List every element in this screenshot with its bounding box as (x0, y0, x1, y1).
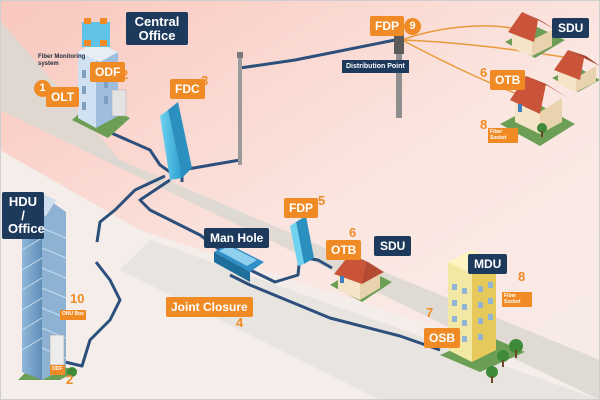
mdu-label: MDU (468, 254, 508, 274)
fdp-mid-cabinet (290, 216, 314, 266)
house-sdu-mid (330, 254, 392, 302)
osb-label: OSB (424, 328, 461, 348)
utility-pole-left (237, 52, 243, 165)
fiber-monitoring-label: Fiber Monitoring system (38, 54, 86, 67)
fdp-mid-label: FDP (284, 198, 318, 218)
cable-hdu (64, 261, 122, 368)
otb-right-number: 6 (480, 65, 488, 80)
fdc-label: FDC (170, 79, 205, 99)
man-hole (214, 244, 264, 282)
central-office-label: Central Office (126, 12, 188, 46)
odf-number: 2 (121, 67, 129, 82)
osb-number: 7 (426, 305, 434, 320)
cable-fdc-down (95, 174, 166, 243)
fiber-socket-mdu-label: Fiber Socket (502, 292, 532, 307)
fiber-socket-right-number: 8 (480, 117, 488, 132)
otb-mid-number: 6 (349, 225, 357, 240)
fdp-top-number: 9 (404, 18, 421, 35)
house-otb-right (500, 76, 575, 146)
joint-closure-number: 4 (236, 315, 244, 330)
drop-cable-1 (401, 25, 521, 41)
olt-label: OLT (46, 87, 80, 107)
sdu-mid-label: SDU (374, 236, 412, 256)
hdu-office-label: HDU / Office (2, 192, 45, 239)
fdc-number: 3 (201, 73, 209, 88)
fiber-socket-mdu-number: 8 (518, 269, 526, 284)
drop-cable-2 (401, 39, 571, 59)
fdc-cabinet (160, 102, 192, 180)
onu-box-number: 10 (70, 291, 85, 306)
fdp-top-label: FDP (370, 16, 404, 36)
joint-closure-label: Joint Closure (166, 297, 253, 317)
onu-box-label: ONU Box (60, 310, 86, 320)
distribution-point-label: Distribution Point (342, 60, 409, 73)
odf-bottom-number: 2 (66, 372, 74, 387)
sdu-top-label: SDU (552, 18, 590, 38)
house-sdu-top (505, 12, 565, 58)
fdp-mid-number: 5 (318, 193, 326, 208)
odf-label: ODF (90, 62, 126, 82)
otb-mid-label: OTB (326, 240, 362, 260)
otb-right-label: OTB (490, 70, 526, 90)
fiber-socket-right-label: Fiber Socket (488, 128, 518, 143)
cable-manhole-to-osb (229, 273, 441, 352)
central-office-building (72, 18, 130, 138)
house-right-upper (552, 50, 600, 92)
odf-bottom-label: ODF (50, 365, 65, 375)
man-hole-label: Man Hole (204, 228, 270, 248)
trees-hdu (67, 367, 77, 377)
